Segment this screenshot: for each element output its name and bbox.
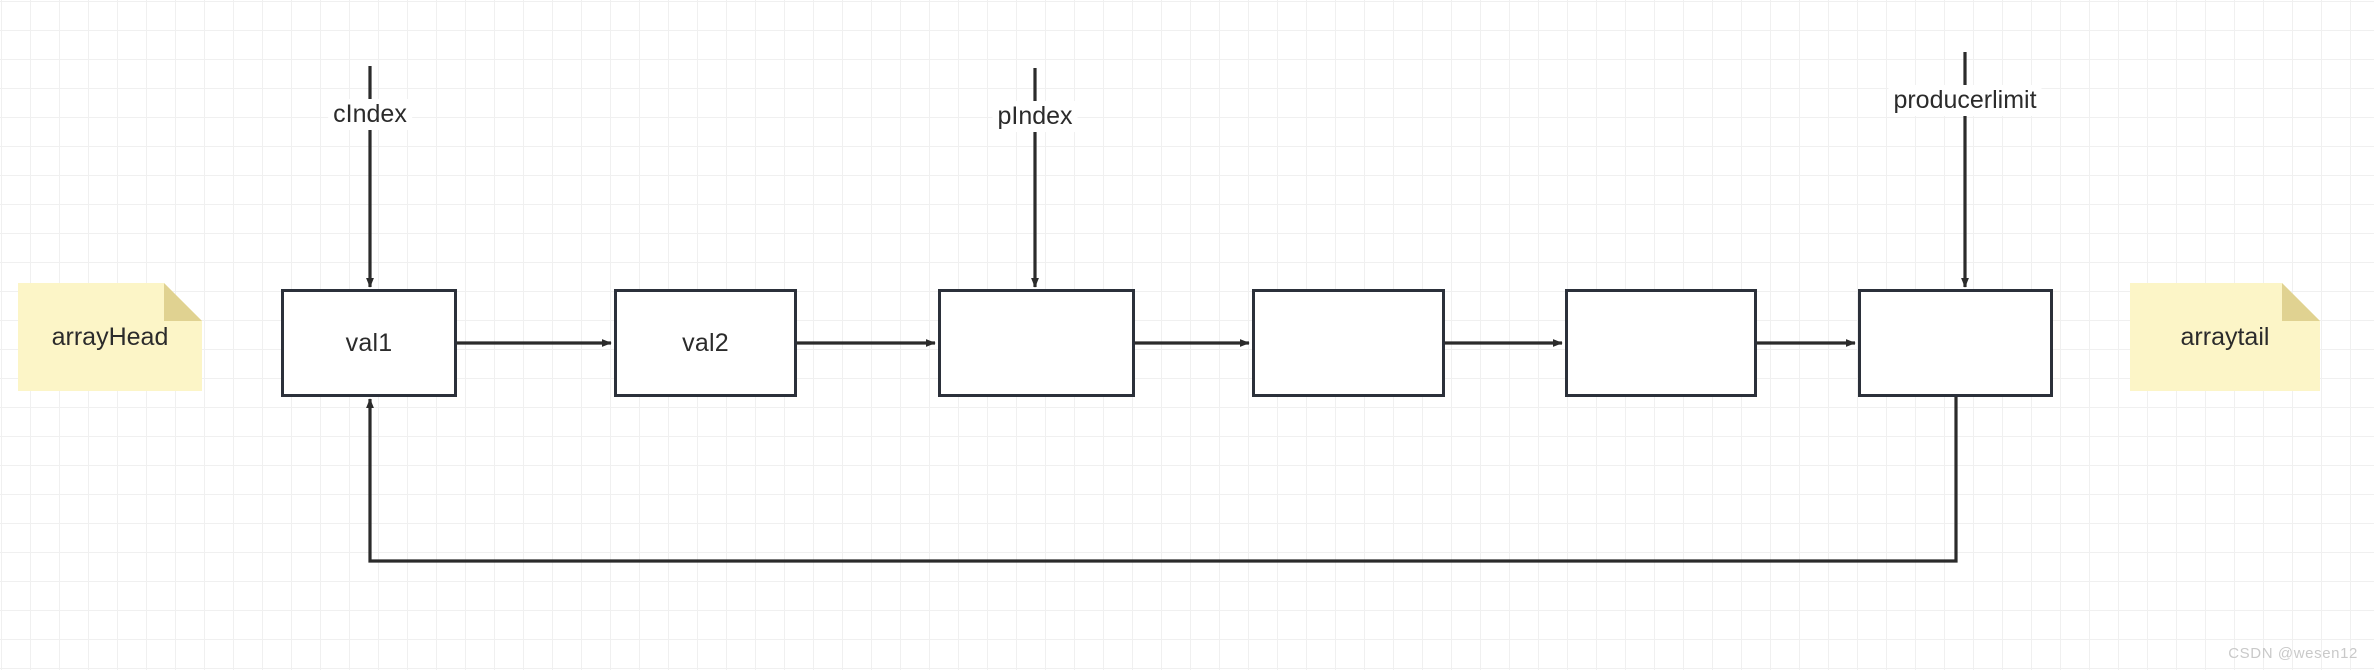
node-box-4[interactable]	[1252, 289, 1445, 397]
pointer-label-cindex: cIndex	[328, 99, 412, 130]
watermark: CSDN @wesen12	[2228, 645, 2358, 662]
sticky-note-label: arrayHead	[51, 322, 169, 351]
pointer-label-producerlimit: producerlimit	[1888, 85, 2042, 116]
node-box-label: val1	[345, 328, 393, 357]
node-box-label: val2	[682, 328, 729, 357]
node-box-6[interactable]	[1858, 289, 2053, 397]
node-box-3[interactable]	[938, 289, 1135, 397]
sticky-note-arrayhead[interactable]: arrayHead	[18, 283, 202, 391]
pointer-label-pindex: pIndex	[992, 101, 1078, 132]
sticky-note-arraytail[interactable]: arraytail	[2130, 283, 2320, 391]
node-box-2[interactable]: val2	[614, 289, 797, 397]
note-shape-icon	[2130, 283, 2320, 391]
note-shape-icon	[18, 283, 202, 391]
node-box-1[interactable]: val1	[281, 289, 457, 397]
node-box-5[interactable]	[1565, 289, 1757, 397]
sticky-note-label: arraytail	[2180, 322, 2270, 351]
